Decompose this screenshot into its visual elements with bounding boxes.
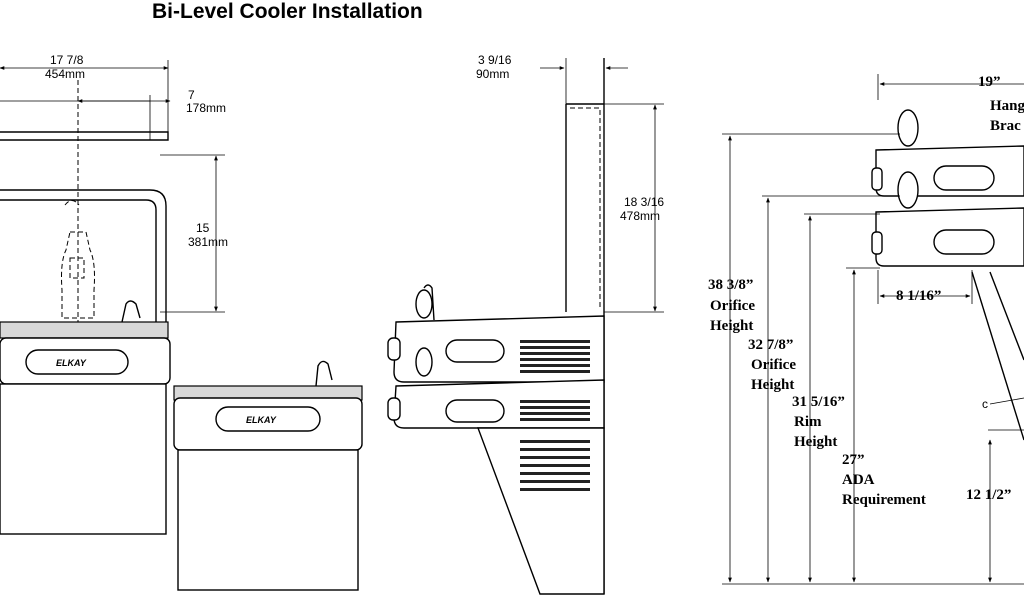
rim-label-line1: Rim (794, 414, 822, 430)
high-orifice-label-line1: Orifice (710, 298, 755, 314)
knee-clearance-value: 12 1/2” (966, 487, 1011, 503)
ada-label-line1: ADA (842, 472, 875, 488)
high-orifice-value: 38 3/8” (708, 277, 753, 293)
detail-view: 19” Hang Brac 8 1/16” 38 3/8” (708, 74, 1024, 585)
front-offset-mm: 178mm (186, 101, 226, 115)
lower-cooler-bubbler (315, 360, 333, 387)
ada-value: 27” (842, 452, 865, 468)
page-title: Bi-Level Cooler Installation (152, 0, 423, 23)
low-orifice-label-line1: Orifice (751, 357, 796, 373)
upper-cooler-cabinet (0, 383, 167, 535)
side-depth-inches: 3 9/16 (478, 53, 512, 67)
front-view: 17 7/8 454mm 7 178mm 15 381mm ELKAY (0, 53, 363, 591)
rim-label-line2: Height (794, 434, 837, 450)
high-orifice-label-line2: Height (710, 318, 753, 334)
c-label: c (982, 397, 988, 411)
offset-label: 8 1/16” (896, 288, 941, 304)
upper-cooler-bubbler (121, 300, 141, 323)
lower-side-vents (520, 400, 590, 491)
front-height-inches: 15 (196, 221, 210, 235)
bracket-width-label: 19” (978, 74, 1001, 90)
low-orifice-label-line2: Height (751, 377, 794, 393)
rim-value: 31 5/16” (792, 394, 845, 410)
hanger-bracket-label-line2: Brac (990, 118, 1021, 134)
upper-side-vents (520, 340, 590, 373)
side-height-inches: 18 3/16 (624, 195, 664, 209)
side-height-mm: 478mm (620, 209, 660, 223)
front-offset-inches: 7 (188, 88, 195, 102)
lower-cooler-cabinet (177, 449, 359, 591)
lower-cooler-brand-logo: ELKAY (246, 415, 277, 425)
upper-cooler-basin (0, 321, 169, 339)
side-view: 3 9/16 90mm 18 3/16 478mm (387, 53, 664, 595)
side-depth-mm: 90mm (476, 67, 509, 81)
front-height-mm: 381mm (188, 235, 228, 249)
hanger-bracket-label-line1: Hang (990, 98, 1024, 114)
front-width-mm: 454mm (45, 67, 85, 81)
front-width-inches: 17 7/8 (50, 53, 84, 67)
upper-cooler-brand-logo: ELKAY (56, 358, 87, 368)
ada-label-line2: Requirement (842, 492, 926, 508)
low-orifice-value: 32 7/8” (748, 337, 793, 353)
